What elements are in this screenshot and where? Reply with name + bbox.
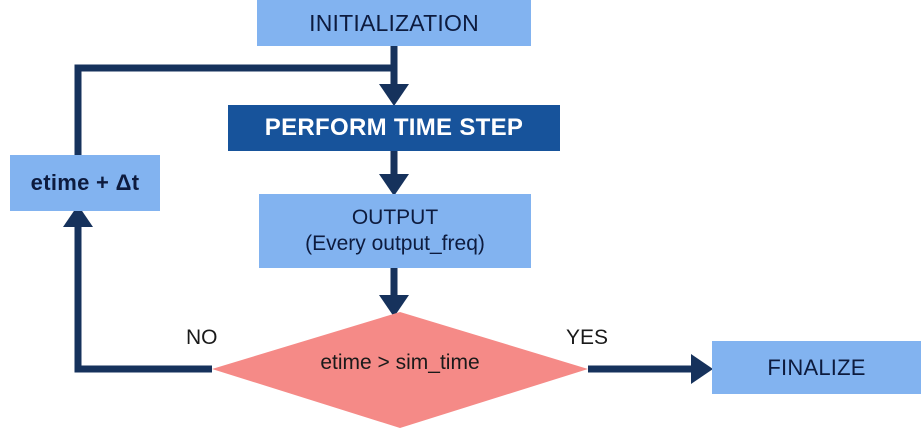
node-shapes <box>10 0 921 428</box>
edge-decision-no-to-etime <box>74 225 212 373</box>
node-initialization[interactable] <box>257 0 531 46</box>
node-output[interactable] <box>259 194 531 268</box>
arrowheads <box>63 84 713 384</box>
arrowhead-into-output <box>379 174 409 196</box>
node-decision-diamond[interactable] <box>212 312 588 428</box>
arrowhead-into-finalize <box>691 354 713 384</box>
node-etime-increment[interactable] <box>10 155 160 211</box>
arrowhead-into-etime-increment <box>63 205 93 227</box>
node-finalize[interactable] <box>712 341 921 394</box>
arrowhead-into-perform-time-step <box>379 84 409 106</box>
edge-etime-to-step <box>74 64 394 155</box>
connectors <box>74 46 703 373</box>
arrowhead-into-decision <box>379 295 409 317</box>
node-perform-time-step[interactable] <box>228 105 560 151</box>
